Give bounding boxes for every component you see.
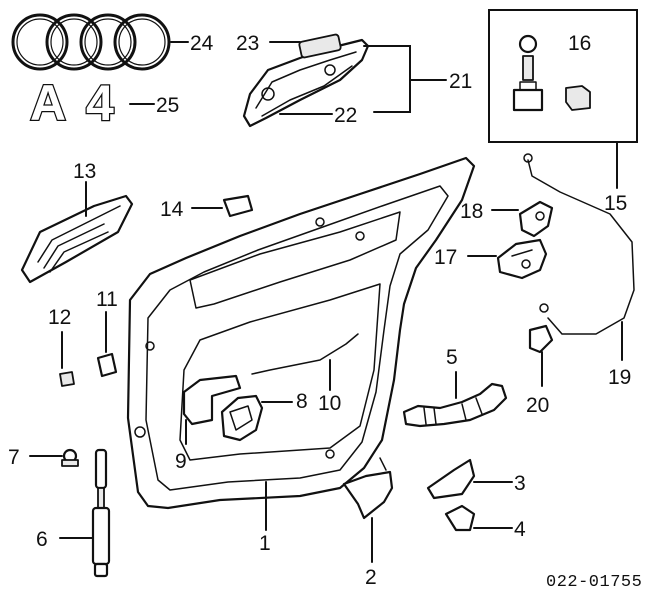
callout-15: 15 (604, 192, 627, 215)
callout-21: 21 (449, 70, 472, 93)
callout-14: 14 (160, 198, 184, 221)
callout-7: 7 (8, 446, 20, 469)
badge-letter: A (30, 75, 66, 131)
callout-8: 8 (296, 390, 308, 413)
callout-25: 25 (156, 94, 179, 117)
badge-digit: 4 (86, 75, 114, 131)
cable-sleeve (402, 382, 508, 428)
cover-plug (222, 194, 254, 218)
callout-19: 19 (608, 366, 631, 389)
leader-21-bracket (363, 45, 411, 113)
inset-box (488, 9, 638, 143)
cable-clip-20 (528, 303, 554, 354)
callout-1: 1 (259, 532, 271, 555)
lock-rod (251, 333, 359, 375)
clip-12 (59, 371, 75, 387)
callout-4: 4 (514, 518, 526, 541)
callout-17: 17 (434, 246, 457, 269)
door-latch (182, 374, 242, 426)
callout-3: 3 (514, 472, 526, 495)
gas-strut (91, 448, 111, 578)
door-shell (126, 156, 476, 510)
callout-9: 9 (175, 450, 187, 473)
callout-10: 10 (318, 392, 341, 415)
model-badge: A 4 (29, 74, 116, 133)
callout-16: 16 (568, 32, 591, 55)
callout-6: 6 (36, 528, 48, 551)
four-ring-emblem-icon (11, 13, 171, 71)
callout-23: 23 (236, 32, 259, 55)
lock-mechanism (220, 394, 264, 442)
hinge-bracket (342, 457, 394, 520)
vent-grille (20, 194, 134, 284)
callout-20: 20 (526, 394, 549, 417)
release-cable (527, 159, 635, 335)
trim-piece-4 (444, 504, 476, 532)
lock-motor-17 (496, 238, 548, 280)
callout-24: 24 (190, 32, 214, 55)
callout-2: 2 (365, 566, 377, 589)
callout-11: 11 (96, 288, 118, 311)
door-handle-assembly (242, 33, 370, 128)
lock-actuator-18 (518, 200, 554, 238)
bracket-11 (96, 352, 118, 378)
callout-18: 18 (460, 200, 483, 223)
bolt-7 (61, 448, 79, 467)
callout-22: 22 (334, 104, 357, 127)
callout-5: 5 (446, 346, 458, 369)
reference-code: 022-01755 (546, 573, 642, 592)
cable-end-top (523, 153, 533, 163)
trim-piece-3 (426, 458, 476, 500)
callout-12: 12 (48, 306, 71, 329)
lock-cylinder-part (512, 34, 544, 112)
callout-13: 13 (73, 160, 96, 183)
lock-cap-part (565, 85, 591, 111)
